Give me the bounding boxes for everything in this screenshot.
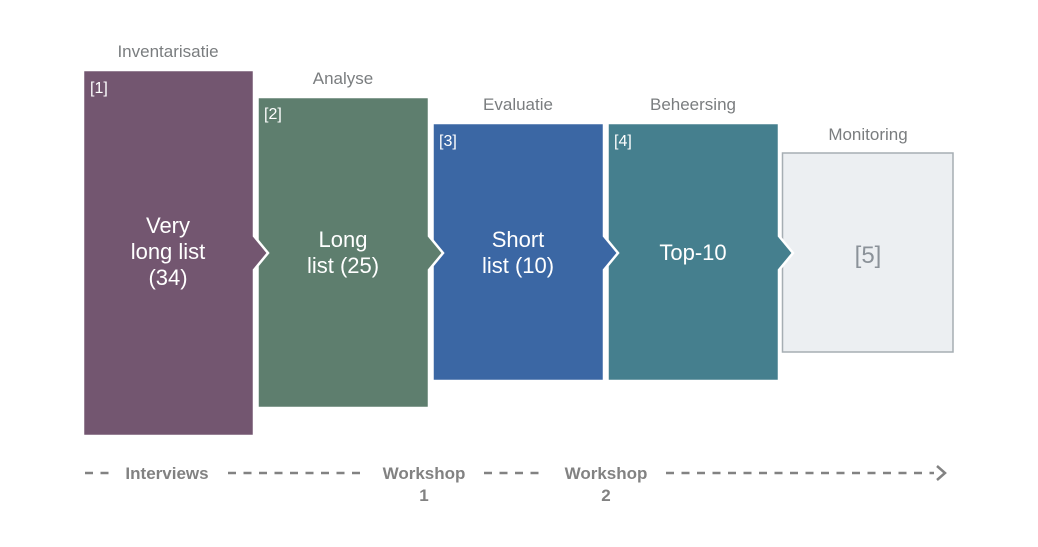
stage-inventarisatie (81, 68, 270, 438)
stage-title-evaluatie: Evaluatie (483, 95, 553, 114)
timeline-label-workshop1: Workshop (383, 464, 466, 483)
stage-text-line: Top-10 (659, 240, 726, 265)
stage-title-analyse: Analyse (313, 69, 373, 88)
stage-ref-3: [3] (439, 133, 457, 150)
stage-box-analyse (256, 95, 445, 410)
stage-title-monitoring: Monitoring (828, 125, 907, 144)
timeline: Interviews Workshop 1 Workshop 2 (85, 464, 947, 505)
stage-text-line: (34) (148, 265, 187, 290)
stage-title-inventarisatie: Inventarisatie (117, 42, 218, 61)
timeline-label-workshop2: Workshop (565, 464, 648, 483)
stage-text-line: Short (492, 227, 545, 252)
stage-analyse (256, 95, 445, 410)
stage-text-line: Long (319, 227, 368, 252)
stage-beheersing (606, 121, 795, 383)
stage-evaluatie (431, 121, 620, 383)
stage-box-beheersing (606, 121, 795, 383)
stage-text-line: Very (146, 213, 190, 238)
stage-box-inventarisatie (81, 68, 270, 438)
stage-text-line: list (10) (482, 253, 554, 278)
timeline-label-workshop1-number: 1 (419, 486, 428, 505)
stage-text-line: list (25) (307, 253, 379, 278)
stage-monitoring (781, 152, 954, 353)
stage-title-beheersing: Beheersing (650, 95, 736, 114)
stage-ref-5: [5] (855, 242, 882, 269)
timeline-label-interviews: Interviews (125, 464, 208, 483)
stage-text-line: long list (131, 239, 206, 264)
stage-box-monitoring (781, 152, 954, 353)
stage-box-evaluatie (431, 121, 620, 383)
stage-ref-2: [2] (264, 106, 282, 123)
stage-ref-4: [4] (614, 133, 632, 150)
stage-ref-1: [1] (90, 80, 108, 97)
timeline-arrowhead-icon (936, 465, 947, 481)
timeline-label-workshop2-number: 2 (601, 486, 610, 505)
